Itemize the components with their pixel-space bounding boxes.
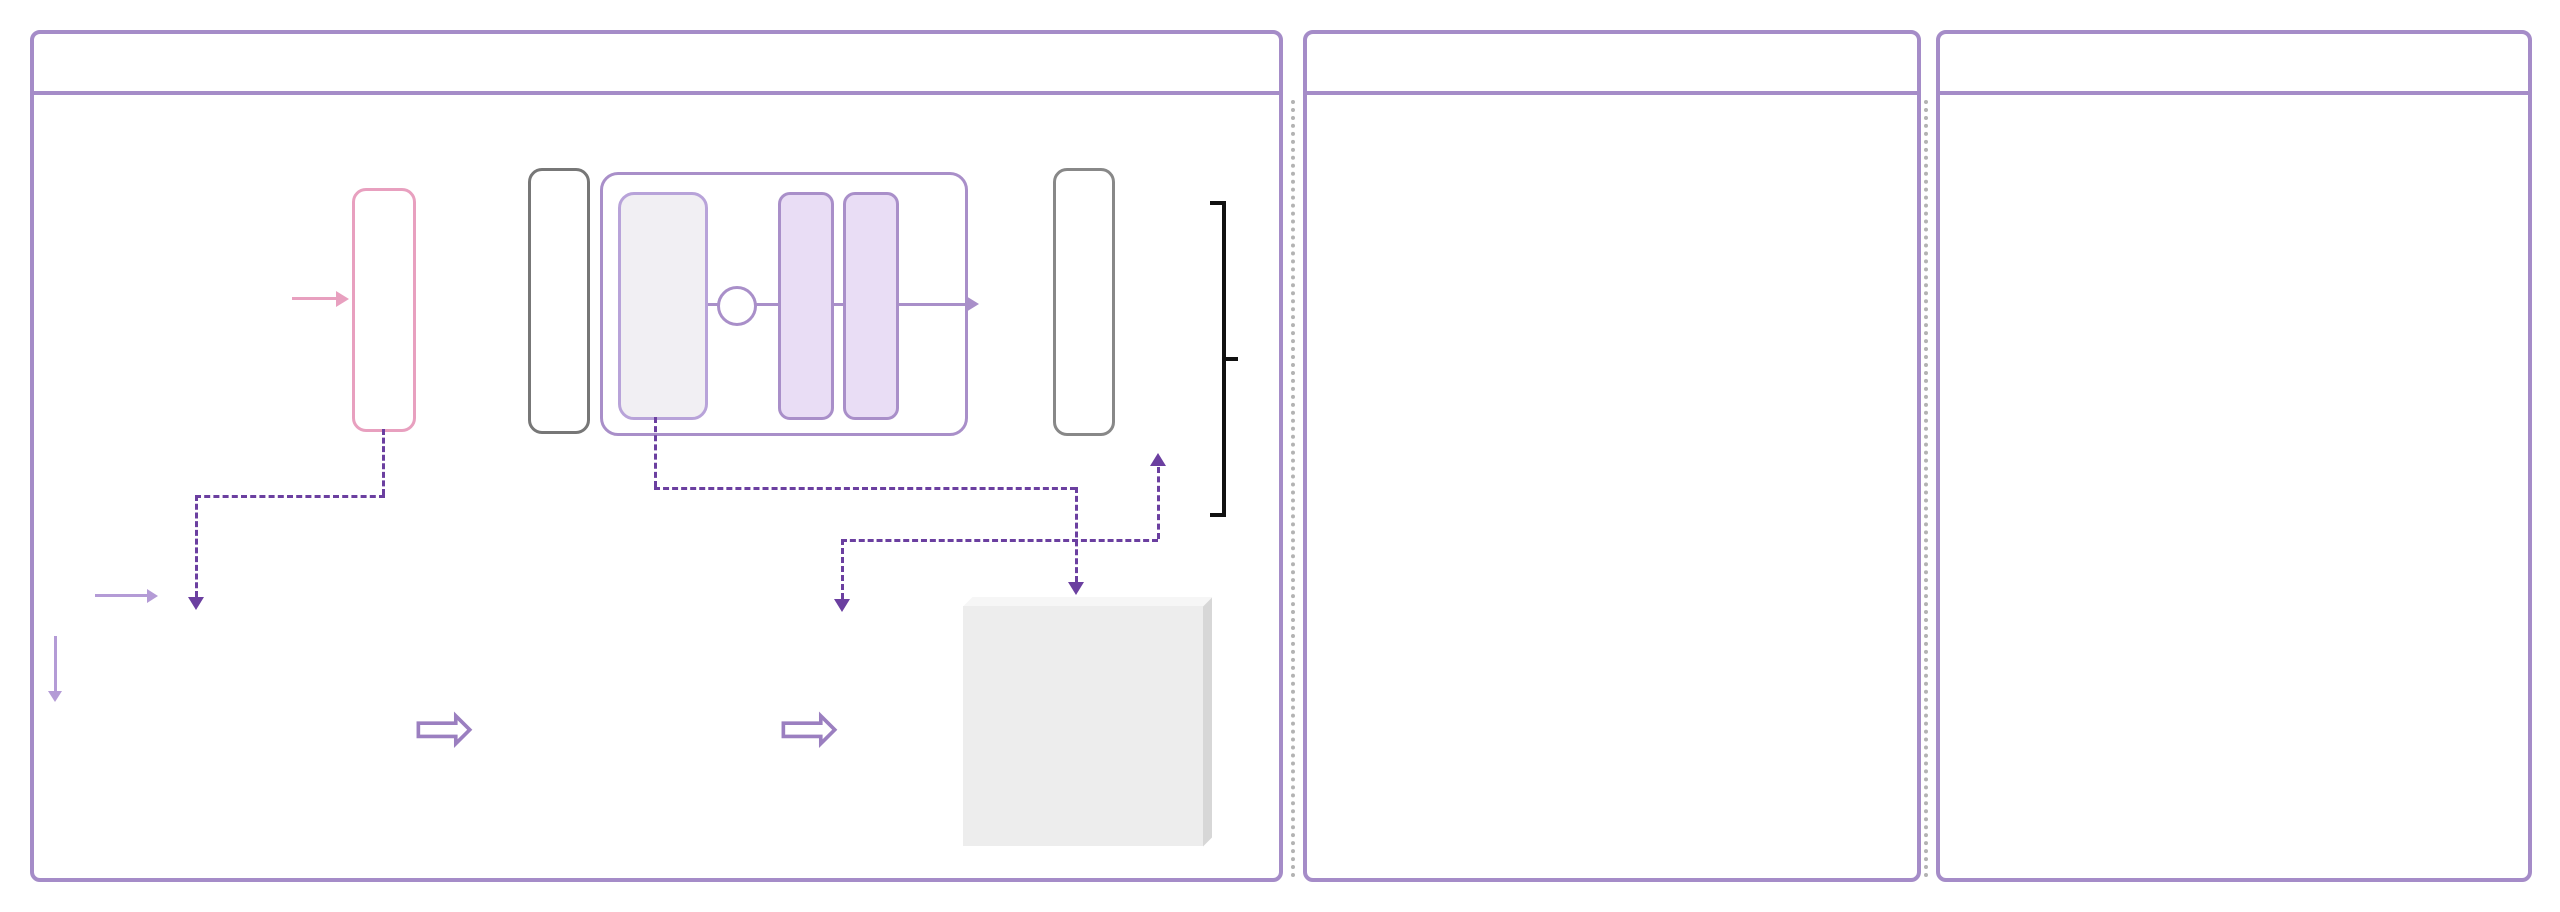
dash-to-sky (1157, 467, 1160, 539)
input-cat-photo (40, 175, 292, 425)
vit-block (352, 188, 416, 432)
q-axis-line (54, 636, 57, 693)
flow-arrow-1-icon: ⇨ (414, 685, 477, 771)
word-dist-bracket-bottom (1210, 513, 1224, 517)
q-axis-arrowhead (48, 691, 62, 702)
llm-out-arrowhead (966, 296, 979, 312)
mlp-projector-block (528, 168, 590, 434)
flow-arrow-2-icon: ⇨ (779, 685, 842, 771)
separator-bc-icon (1924, 100, 1928, 878)
lm-head-block (1053, 168, 1115, 436)
dash-msa-down (654, 417, 657, 487)
dash-to-vector (841, 539, 844, 599)
photo-to-vit-arrowhead (336, 291, 349, 307)
k-axis-line (95, 594, 149, 597)
residual-add-circle (717, 286, 757, 326)
ffnn-block (843, 192, 899, 420)
panel-c-title (1940, 34, 2528, 95)
dash-sky-link (841, 539, 1158, 542)
dash-msa-to-mask (1075, 487, 1078, 582)
k-axis-arrowhead (147, 589, 158, 603)
panel-b-body (1307, 95, 1917, 878)
panel-c-body (1940, 95, 2528, 878)
photo-to-vit-arrow (292, 297, 338, 300)
word-distribution-label (1236, 237, 1276, 477)
dash-msa-right (654, 487, 1076, 490)
dash-vector-arrowhead (834, 599, 850, 612)
panel-a: ⇨ ⇨ (30, 30, 1283, 891)
dash-vit-down (382, 429, 385, 495)
panel-a-body: ⇨ ⇨ (34, 95, 1279, 891)
dash-vit-arrowhead (188, 597, 204, 610)
dash-vit-to-map (195, 495, 198, 597)
word-dist-bracket-nub (1224, 357, 1238, 361)
flow-line (702, 303, 974, 306)
mask-plate (963, 606, 1203, 846)
relevance-map-heatmap (492, 613, 770, 891)
layer-norm-block (778, 192, 834, 420)
panel-c (1936, 30, 2532, 882)
panel-b-title (1307, 34, 1917, 95)
masked-self-attention-block (618, 192, 708, 420)
separator-ab-icon (1291, 100, 1295, 878)
panel-b (1303, 30, 1921, 882)
word-dist-bracket-top (1210, 201, 1224, 205)
dash-sky-arrowhead (1150, 453, 1166, 466)
dash-vit-left (195, 495, 385, 498)
dash-msa-arrowhead (1068, 582, 1084, 595)
panel-a-title (34, 34, 1279, 95)
